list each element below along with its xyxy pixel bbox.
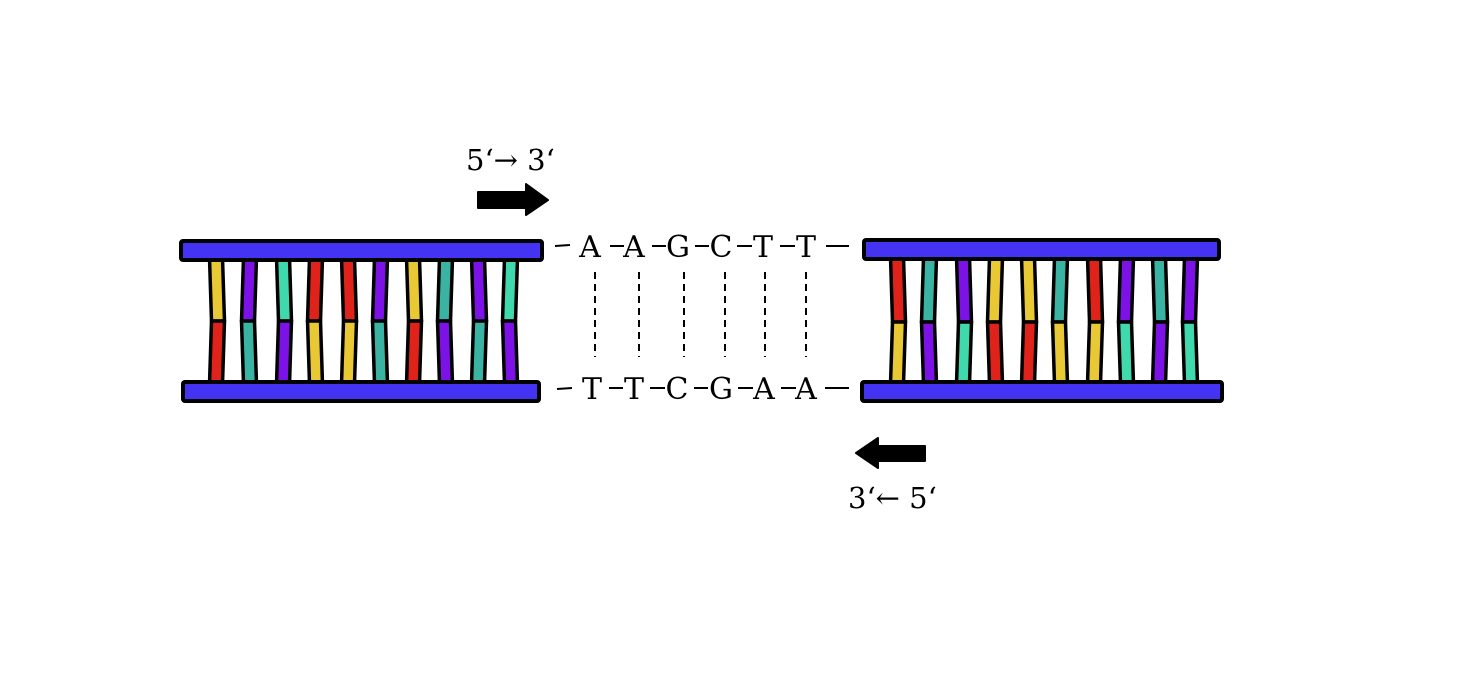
base-pair-lower — [1085, 320, 1105, 386]
base-pair-upper — [500, 256, 520, 323]
base-pair-lower — [339, 319, 359, 386]
left-base-pairs — [207, 256, 520, 386]
base-pair-lower — [207, 319, 227, 386]
base-pair-upper — [305, 256, 325, 323]
bottom-base: A — [752, 372, 775, 407]
bottom-base: T — [624, 372, 644, 407]
base-pair-lower — [469, 319, 489, 386]
bottom-direction-label: 3‘← 5‘ — [848, 481, 937, 515]
left-top-backbone — [179, 239, 544, 262]
base-pair-upper — [985, 255, 1005, 324]
bottom-strand-connectors — [556, 387, 849, 390]
left-arrow-icon — [855, 437, 926, 469]
base-pair-lower — [1180, 320, 1200, 386]
base-pair-lower — [1150, 320, 1170, 386]
base-pair-upper — [1019, 255, 1039, 324]
top-base: A — [578, 230, 601, 265]
right-top-backbone — [862, 238, 1221, 261]
top-base: T — [796, 230, 816, 265]
right-base-pairs — [888, 255, 1200, 386]
bottom-base: A — [794, 372, 817, 407]
base-pair-upper — [239, 256, 259, 323]
base-pair-upper — [274, 256, 294, 323]
left-bottom-backbone — [181, 380, 541, 403]
bottom-base: G — [709, 372, 733, 407]
bottom-base: T — [582, 372, 602, 407]
base-pair-upper — [1150, 255, 1170, 324]
base-pair-lower — [305, 319, 325, 386]
base-pair-upper — [469, 256, 489, 323]
base-pair-upper — [404, 256, 424, 323]
bottom-base: C — [666, 372, 689, 407]
base-pair-lower — [404, 319, 424, 386]
base-pair-lower — [954, 320, 974, 386]
top-base: T — [753, 230, 773, 265]
base-pair-lower — [888, 320, 908, 386]
base-pair-lower — [985, 320, 1005, 386]
base-pair-upper — [1180, 255, 1200, 324]
base-pair-lower — [370, 319, 390, 386]
base-pair-lower — [500, 319, 520, 386]
base-pair-upper — [1116, 255, 1136, 324]
base-pair-upper — [435, 256, 455, 323]
base-pair-upper — [339, 256, 359, 323]
base-pair-lower — [1116, 320, 1136, 386]
top-base: C — [710, 230, 733, 265]
base-pair-lower — [274, 319, 294, 386]
base-pair-upper — [207, 256, 227, 323]
hydrogen-bonds — [594, 272, 807, 357]
base-pair-lower — [1050, 320, 1070, 386]
top-base: G — [666, 230, 690, 265]
right-bottom-backbone — [860, 380, 1224, 403]
base-pair-upper — [888, 255, 908, 324]
base-pair-upper — [919, 255, 939, 324]
base-pair-lower — [919, 320, 939, 386]
right-arrow-icon — [477, 183, 549, 216]
top-direction-label: 5‘→ 3‘ — [466, 143, 555, 177]
base-pair-upper — [954, 255, 974, 324]
top-base: A — [622, 230, 645, 265]
base-pair-upper — [1085, 255, 1105, 324]
top-strand-connectors — [554, 244, 849, 247]
base-pair-upper — [370, 256, 390, 323]
base-pair-lower — [239, 319, 259, 386]
base-pair-upper — [1050, 255, 1070, 324]
base-pair-lower — [435, 319, 455, 386]
base-pair-lower — [1019, 320, 1039, 386]
